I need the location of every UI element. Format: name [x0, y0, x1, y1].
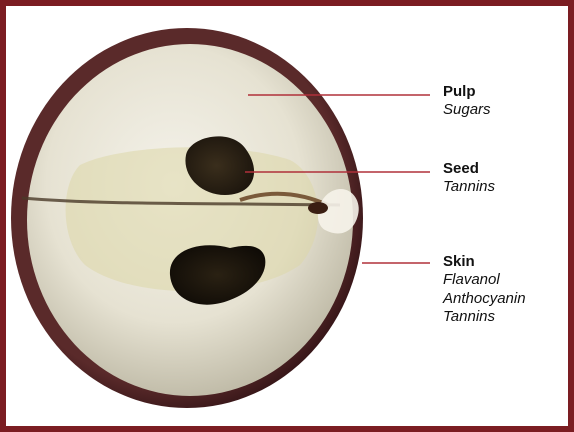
grape-pulp	[27, 44, 353, 396]
pulp-label: Pulp Sugars	[443, 83, 491, 120]
skin-label: Skin Flavanol Anthocyanin Tannins	[443, 253, 526, 326]
skin-title: Skin	[443, 253, 526, 271]
grape-cross-section-image	[6, 6, 568, 426]
skin-item-tannins: Tannins	[443, 308, 526, 326]
seed-title: Seed	[443, 160, 495, 178]
skin-item-flavanol: Flavanol	[443, 271, 526, 289]
seed-item-tannins: Tannins	[443, 178, 495, 196]
pulp-title: Pulp	[443, 83, 491, 101]
pulp-item-sugars: Sugars	[443, 101, 491, 119]
skin-item-anthocyanin: Anthocyanin	[443, 290, 526, 308]
seed-label: Seed Tannins	[443, 160, 495, 197]
